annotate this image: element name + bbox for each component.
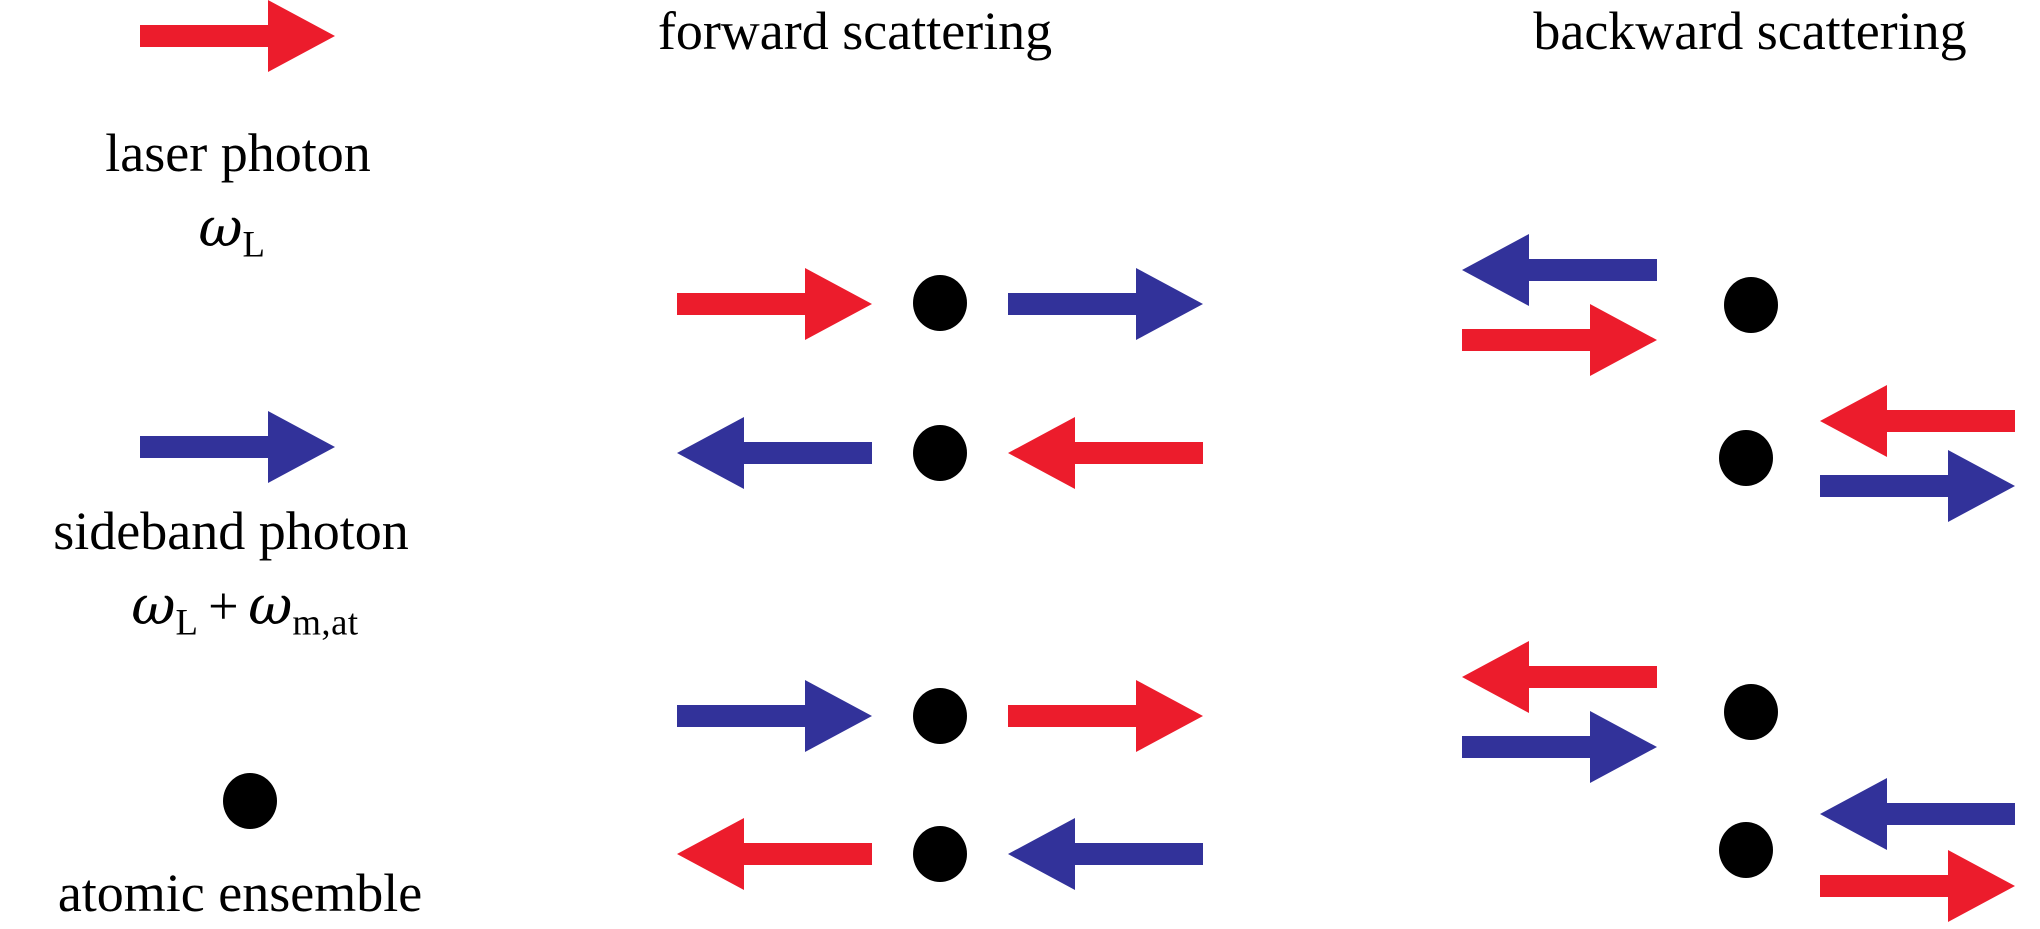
legend-atomic-ensemble-label: atomic ensemble [57, 863, 423, 923]
forward-row2-incoming-arrow-icon [1008, 417, 1203, 489]
backward-event1-outgoing-arrow-icon [1462, 234, 1657, 306]
backward-event3-outgoing-arrow-icon [1462, 641, 1657, 713]
legend-laser-photon-label: laser photon [105, 123, 371, 183]
forward-row2-atom-dot-icon [913, 425, 967, 481]
omega-subscript: L [175, 601, 199, 643]
backward-event1-incoming-arrow-icon [1462, 304, 1657, 376]
backward-event4-incoming-arrow-icon [1820, 850, 2015, 922]
backward-event3-incoming-arrow-icon [1462, 711, 1657, 783]
backward-event4-outgoing-arrow-icon [1820, 778, 2015, 850]
forward-row3-atom-dot-icon [913, 688, 967, 744]
forward-row3-outgoing-arrow-icon [1008, 680, 1203, 752]
forward-row3-incoming-arrow-icon [677, 680, 872, 752]
legend-laser-photon-frequency: ωL [199, 198, 266, 265]
legend-sideband-photon-label: sideband photon [53, 501, 409, 561]
legend-sideband-photon-frequency: ωL+ωm,at [131, 576, 358, 643]
forward-row1-outgoing-arrow-icon [1008, 268, 1203, 340]
omega-symbol: ω [248, 574, 293, 637]
omega-symbol: ω [131, 574, 176, 637]
omega-symbol: ω [198, 196, 243, 259]
legend-sideband-photon-arrow-icon [140, 411, 335, 483]
backward-event2-incoming-arrow-icon [1820, 385, 2015, 457]
backward-scattering-title: backward scattering [1533, 1, 1967, 61]
forward-row1-atom-dot-icon [913, 275, 967, 331]
backward-event4-atom-dot-icon [1719, 822, 1773, 878]
forward-scattering-title: forward scattering [657, 1, 1053, 61]
backward-event2-atom-dot-icon [1719, 430, 1773, 486]
backward-event2-outgoing-arrow-icon [1820, 450, 2015, 522]
backward-event1-atom-dot-icon [1724, 277, 1778, 333]
legend-atomic-ensemble-dot-icon [223, 773, 277, 829]
forward-row4-outgoing-arrow-icon [677, 818, 872, 890]
backward-event3-atom-dot-icon [1724, 684, 1778, 740]
omega-subscript: m,at [292, 601, 359, 643]
forward-row4-atom-dot-icon [913, 826, 967, 882]
forward-row4-incoming-arrow-icon [1008, 818, 1203, 890]
forward-row1-incoming-arrow-icon [677, 268, 872, 340]
forward-row2-outgoing-arrow-icon [677, 417, 872, 489]
plus-operator: + [208, 576, 239, 636]
legend-laser-photon-arrow-icon [140, 0, 335, 72]
omega-subscript: L [242, 223, 266, 265]
